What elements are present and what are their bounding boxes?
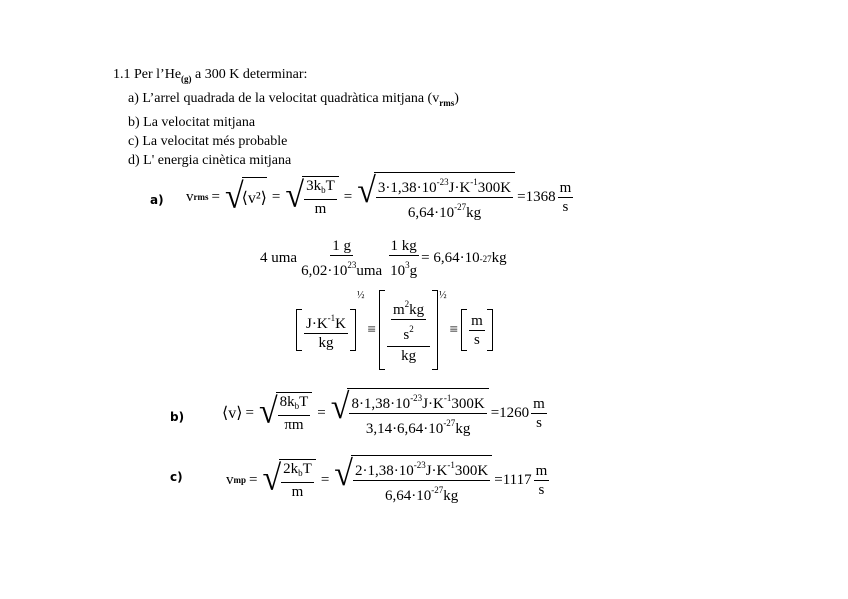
- solution-b-label: b): [170, 410, 185, 424]
- problem-item-b: b) La velocitat mitjana: [128, 115, 256, 130]
- problem-number: 1.1: [113, 67, 131, 82]
- result-vrms: =1368: [517, 188, 556, 205]
- result-vmean: =1260: [490, 404, 530, 421]
- sqrt-mean-square: √⟨v²⟩: [224, 177, 267, 216]
- result-vmp: =1117: [494, 471, 532, 488]
- problem-statement: 1.1 Per l’He(g) a 300 K determinar: a) L…: [113, 65, 459, 170]
- problem-intro-tail: a 300 K determinar:: [191, 67, 308, 82]
- gas-subscript: (g): [181, 74, 192, 84]
- problem-items: a) L’arrel quadrada de la velocitat quad…: [113, 89, 459, 170]
- problem-intro: Per l’He: [134, 67, 182, 82]
- problem-item-d: d) L' energia cinètica mitjana: [128, 153, 292, 168]
- solution-a-label: a): [150, 193, 164, 207]
- solution-c-label: c): [170, 470, 183, 484]
- problem-item-a: a) L’arrel quadrada de la velocitat quad…: [128, 91, 459, 108]
- problem-item-c: c) La velocitat més probable: [128, 134, 288, 149]
- problem-title: 1.1 Per l’He(g) a 300 K determinar:: [113, 65, 459, 89]
